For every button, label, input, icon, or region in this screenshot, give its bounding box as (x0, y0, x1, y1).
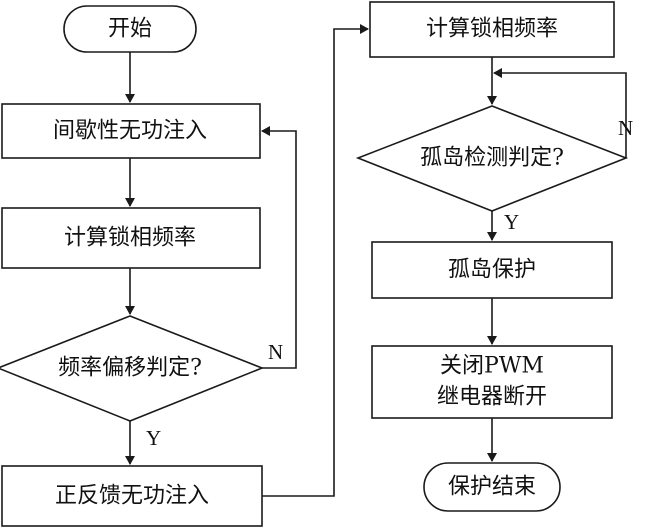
step-calc-pll-left: 计算锁相频率 (1, 207, 261, 269)
right-no-label: N (618, 116, 633, 140)
end-shape (423, 462, 561, 512)
step-shutdown-line1: 关闭PWM (440, 354, 544, 379)
start-label: 开始 (108, 17, 152, 42)
decision-freq-offset: 频率偏移判定? (0, 315, 265, 422)
step-inject-positive-feedback-label: 正反馈无功注入 (55, 484, 209, 509)
left-yes-label: Y (146, 426, 161, 450)
step-shutdown: 关闭PWM 继电器断开 (371, 345, 613, 419)
step-calc-pll-right: 计算锁相频率 (369, 1, 615, 58)
step-calc-pll-right-box (369, 1, 615, 58)
decision-island-diamond (355, 105, 629, 212)
step-inject-positive-feedback-box (1, 465, 263, 527)
step-island-protection-label: 孤岛保护 (448, 258, 536, 283)
step-inject-intermittent: 间歇性无功注入 (1, 103, 261, 159)
step-calc-pll-right-label: 计算锁相频率 (426, 17, 558, 42)
right-yes-label: Y (504, 210, 519, 234)
step-island-protection: 孤岛保护 (371, 241, 613, 299)
step-calc-pll-left-label: 计算锁相频率 (64, 226, 196, 251)
start-shape (63, 5, 197, 53)
step-inject-intermittent-box (1, 103, 261, 159)
end-label: 保护结束 (448, 475, 536, 500)
step-island-protection-box (371, 241, 613, 299)
step-inject-intermittent-label: 间歇性无功注入 (53, 119, 207, 144)
decision-freq-offset-diamond (0, 315, 265, 422)
arrow-to-right-column (262, 24, 369, 497)
arrow-island-no-loop (493, 68, 627, 158)
step-calc-pll-left-box (1, 207, 261, 269)
end-terminal: 保护结束 (423, 462, 561, 512)
start-terminal: 开始 (63, 5, 197, 53)
step-shutdown-box (371, 345, 613, 419)
step-shutdown-line2: 继电器断开 (437, 385, 547, 410)
step-inject-positive-feedback: 正反馈无功注入 (1, 465, 263, 527)
connectors (125, 24, 627, 497)
left-no-label: N (268, 340, 283, 364)
decision-island: 孤岛检测判定? (355, 105, 629, 212)
decision-freq-offset-label: 频率偏移判定? (58, 356, 202, 381)
decision-island-label: 孤岛检测判定? (420, 146, 564, 171)
arrow-decision-no-loop (261, 126, 297, 369)
